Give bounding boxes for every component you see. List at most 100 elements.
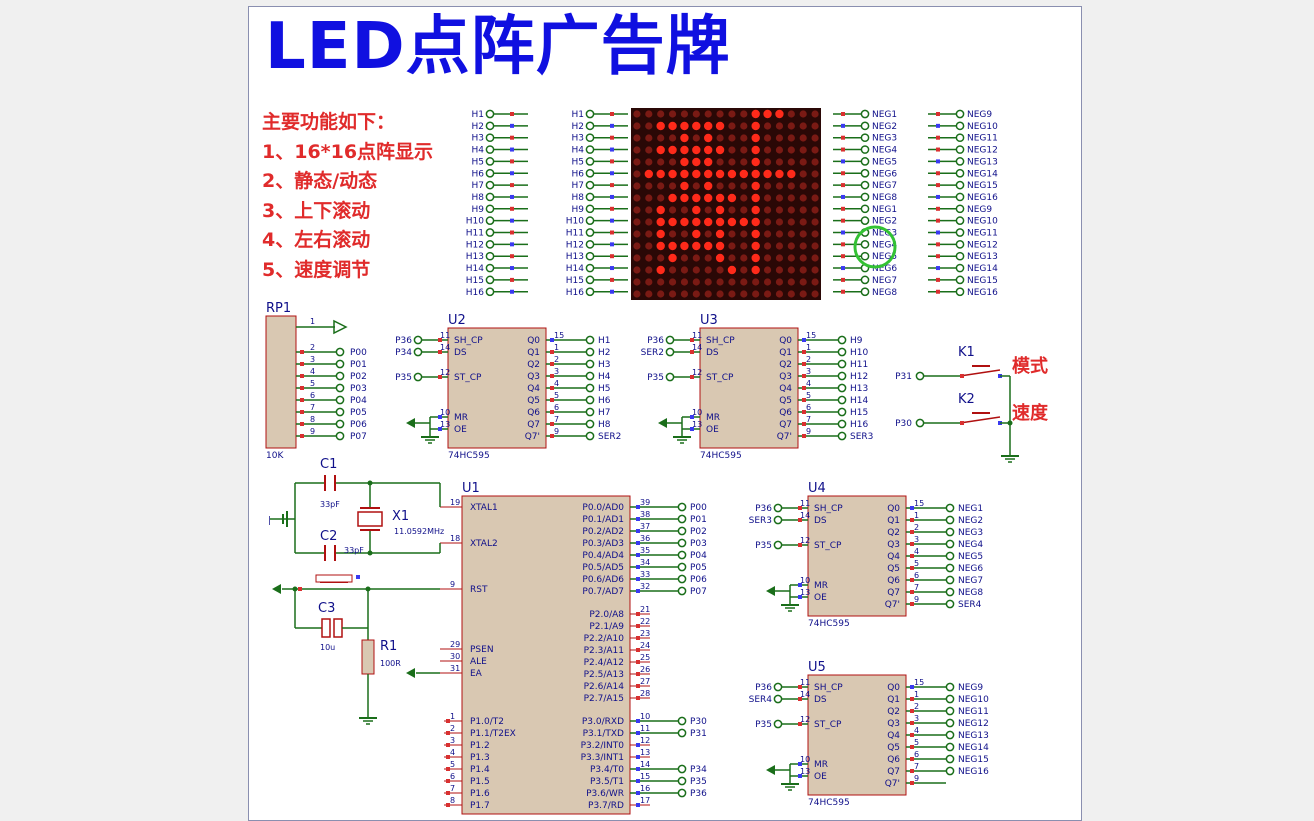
net-terminal — [773, 503, 783, 513]
net-label: NEG6 — [958, 564, 983, 574]
pin-marker — [798, 583, 802, 587]
net-label: NEG14 — [958, 743, 989, 753]
pin-marker — [298, 587, 302, 591]
net-terminal — [413, 335, 423, 345]
pin-marker — [636, 779, 640, 783]
x1-ref: X1 — [392, 509, 409, 524]
led-off — [763, 122, 772, 130]
mcu-pin-name: P1.2 — [470, 741, 490, 751]
led-on — [715, 241, 725, 251]
pin-number: 5 — [554, 391, 559, 400]
net-label: SER4 — [749, 695, 773, 705]
led-on — [751, 217, 760, 227]
led-off — [752, 290, 760, 298]
net-terminal — [677, 526, 687, 536]
mcu-pin-name: P1.4 — [470, 765, 490, 775]
sr-output-pin: Q7 — [779, 420, 792, 430]
net-terminal — [837, 431, 847, 441]
net-label: H11 — [850, 360, 868, 370]
pin-number: 13 — [692, 420, 702, 429]
led-on — [787, 169, 796, 179]
col-terminal — [860, 168, 870, 178]
led-off — [811, 254, 819, 262]
pin-marker — [300, 386, 304, 390]
net-label: P35 — [755, 541, 772, 551]
net-label: P01 — [350, 360, 367, 370]
pin-number: 15 — [806, 331, 816, 340]
led-off — [680, 230, 689, 238]
led-off — [645, 206, 653, 214]
col-terminal — [860, 192, 870, 202]
led-on — [656, 121, 665, 131]
led-on — [692, 241, 701, 251]
mcu-pin-name: P2.5/A13 — [584, 670, 624, 680]
pin-marker — [610, 277, 614, 282]
sr-input-pin: MR — [454, 413, 468, 423]
net-label: NEG9 — [958, 683, 983, 693]
col-label: NEG15 — [967, 181, 998, 191]
net-label: NEG11 — [958, 707, 989, 717]
pin-marker — [636, 577, 640, 581]
row-terminal — [485, 133, 495, 143]
pin-marker — [841, 171, 845, 176]
led-off — [811, 170, 819, 178]
net-terminal — [773, 682, 783, 692]
led-off — [633, 266, 641, 274]
pin-number: 12 — [800, 715, 810, 724]
col-terminal — [955, 240, 965, 249]
row-label: H1 — [472, 110, 485, 120]
feature-item: 3、上下滚动 — [262, 199, 371, 222]
led-off — [645, 266, 653, 274]
mcu-pin-name: P1.6 — [470, 789, 490, 799]
led-off — [740, 182, 748, 190]
pin-marker — [446, 779, 450, 783]
net-label: SER3 — [850, 432, 873, 442]
led-on — [692, 229, 701, 239]
led-off — [775, 254, 784, 262]
mcu-pin-name: P1.5 — [470, 777, 490, 787]
net-label: P03 — [350, 384, 367, 394]
net-label: H1 — [598, 336, 611, 346]
pin-marker — [636, 767, 640, 771]
shift-register — [807, 495, 907, 617]
led-on — [668, 253, 677, 263]
c2-ref: C2 — [320, 529, 337, 544]
pin-marker — [802, 350, 806, 354]
col-terminal — [955, 275, 965, 285]
col-terminal — [860, 109, 870, 119]
led-off — [692, 182, 700, 190]
led-off — [775, 266, 784, 274]
led-off — [799, 110, 807, 118]
pin-marker — [610, 159, 614, 164]
pin-marker — [610, 194, 614, 199]
sr-output-pin: Q3 — [527, 372, 540, 382]
led-off — [704, 110, 712, 118]
led-on — [680, 181, 689, 191]
led-off — [811, 218, 819, 226]
pin-marker — [910, 602, 914, 606]
sr-output-pin: Q1 — [887, 516, 900, 526]
led-on — [644, 169, 654, 179]
led-off — [716, 110, 724, 118]
r1-value: 100R — [380, 659, 401, 668]
pin-number: 21 — [640, 605, 650, 614]
col-terminal — [955, 192, 965, 202]
led-on — [763, 109, 772, 119]
pin-number: 6 — [554, 403, 559, 412]
mcu-pin-name: P3.6/WR — [586, 789, 624, 799]
led-off — [668, 278, 677, 286]
col-terminal — [955, 145, 965, 154]
col-label: NEG2 — [872, 217, 897, 227]
sr-output-pin: Q0 — [779, 336, 792, 346]
pin-marker — [936, 242, 940, 247]
led-on — [656, 169, 665, 179]
net-terminal — [585, 383, 595, 393]
mcu-pin-name: P0.7/AD7 — [582, 587, 624, 597]
pin-marker — [510, 266, 514, 271]
sr-output-pin: Q0 — [887, 504, 900, 514]
sr-output-pin: Q6 — [887, 755, 900, 765]
pin-marker — [636, 684, 640, 688]
row-label: H12 — [566, 240, 584, 250]
pin-number: 15 — [554, 331, 564, 340]
